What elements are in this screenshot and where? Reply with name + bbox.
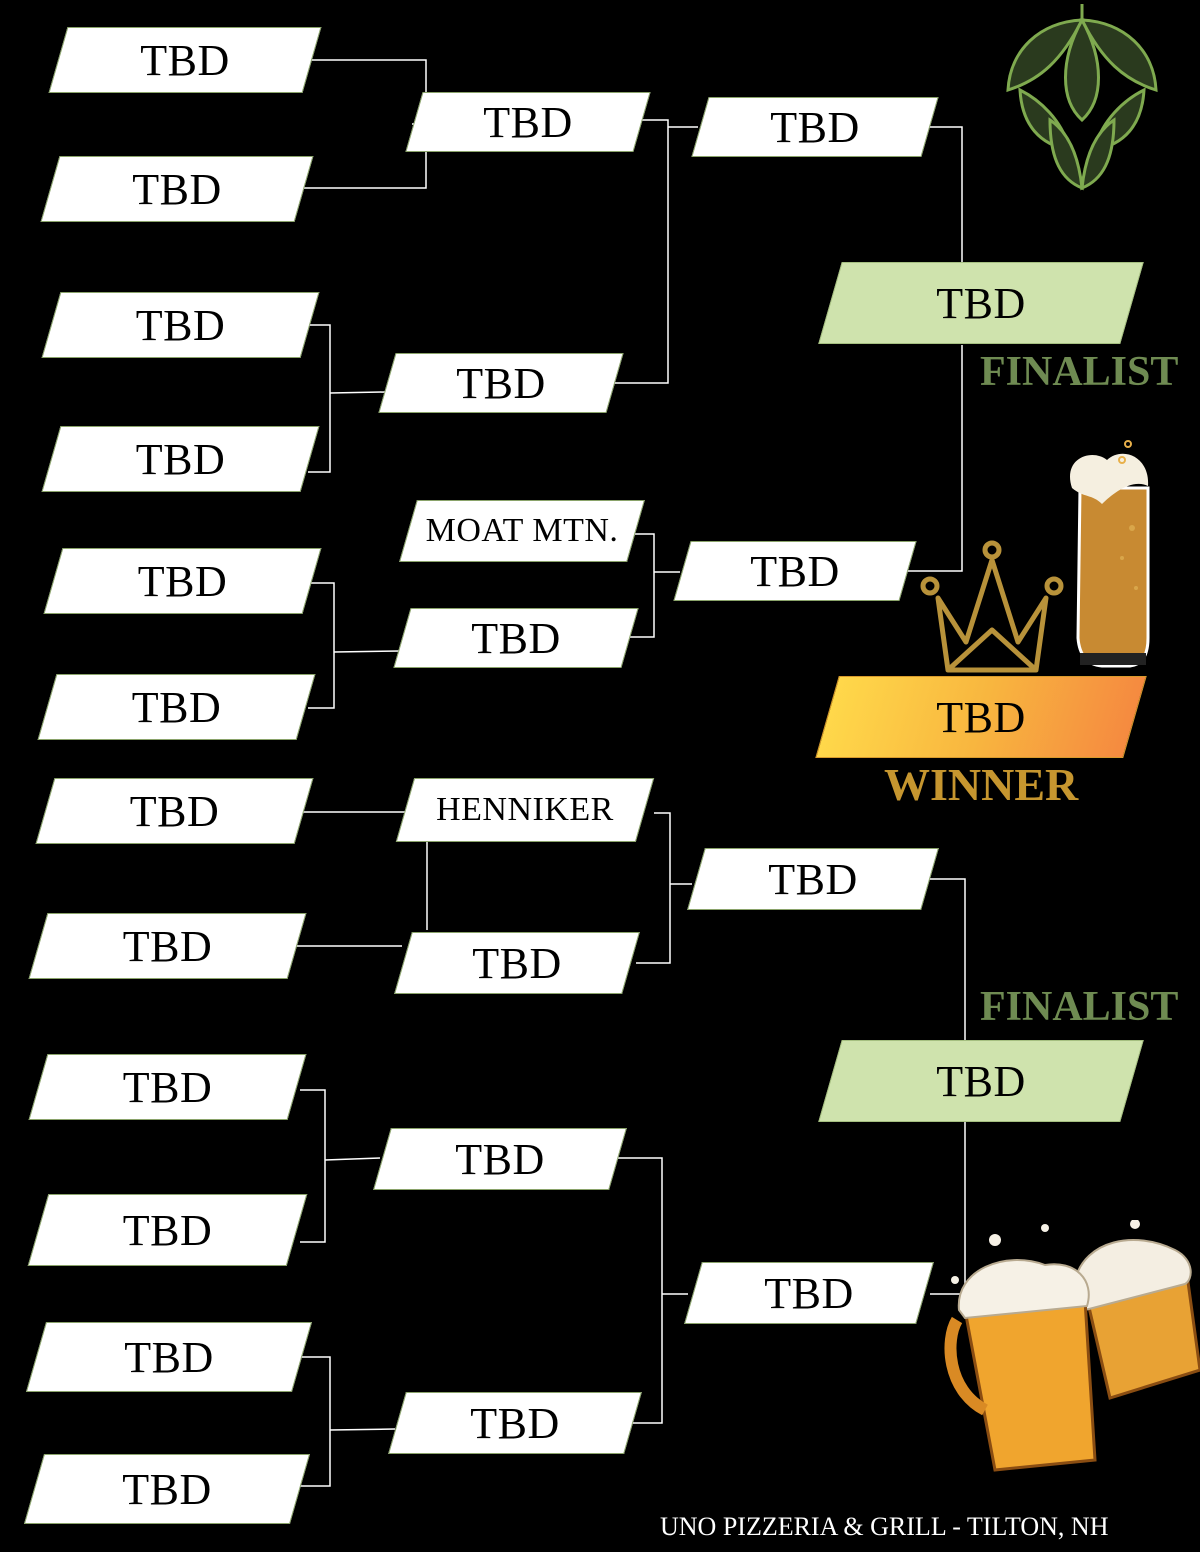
round1-slot[interactable]: TBD: [36, 1322, 302, 1392]
beer-mugs-icon: [944, 1220, 1200, 1472]
round1-slot[interactable]: TBD: [38, 913, 297, 979]
round1-slot[interactable]: TBD: [51, 426, 310, 492]
connector-line: [636, 812, 671, 964]
connector-line: [612, 119, 669, 384]
team-name: TBD: [472, 938, 562, 988]
round1-slot[interactable]: TBD: [45, 778, 304, 844]
winner-slot[interactable]: TBD: [827, 676, 1135, 758]
team-name: TBD: [122, 921, 213, 971]
team-name: TBD: [455, 1134, 545, 1184]
connector-line: [928, 126, 963, 262]
round2-slot[interactable]: TBD: [414, 92, 642, 152]
connector-line: [324, 1157, 381, 1161]
round3-slot[interactable]: TBD: [700, 97, 930, 157]
round2-slot[interactable]: HENNIKER: [405, 778, 645, 842]
team-name: TBD: [122, 1464, 212, 1514]
round1-slot[interactable]: TBD: [47, 674, 306, 740]
round2-slot[interactable]: TBD: [402, 608, 630, 668]
round1-slot[interactable]: TBD: [38, 1194, 297, 1266]
team-name: TBD: [936, 278, 1026, 328]
round1-slot[interactable]: TBD: [38, 1054, 297, 1120]
connector-line: [906, 345, 963, 572]
connector-line: [308, 324, 331, 473]
round1-slot[interactable]: TBD: [58, 27, 312, 93]
team-name: TBD: [470, 1398, 560, 1448]
team-name: TBD: [124, 1332, 214, 1382]
team-name: TBD: [768, 854, 858, 904]
team-name: HENNIKER: [436, 791, 614, 828]
finalist-slot-top[interactable]: TBD: [830, 262, 1132, 344]
team-name: TBD: [122, 1205, 213, 1255]
team-name: TBD: [135, 300, 226, 350]
team-name: TBD: [936, 1056, 1026, 1106]
connector-line: [308, 582, 335, 709]
winner-label: WINNER: [884, 759, 1079, 810]
team-name: TBD: [122, 1062, 213, 1112]
round1-slot[interactable]: TBD: [34, 1454, 300, 1524]
finalist-slot-bottom[interactable]: TBD: [830, 1040, 1132, 1122]
round3-slot[interactable]: TBD: [693, 1262, 925, 1324]
connector-line: [618, 1157, 663, 1424]
beer-glass-icon: [1070, 440, 1150, 668]
connector-line: [628, 533, 655, 638]
team-name: TBD: [140, 35, 230, 85]
team-name: TBD: [137, 556, 228, 606]
connector-line: [930, 878, 966, 1040]
round1-slot[interactable]: TBD: [50, 156, 304, 222]
connector-line: [329, 391, 386, 394]
team-name: TBD: [483, 97, 573, 147]
venue-footer: UNO PIZZERIA & GRILL - TILTON, NH: [660, 1512, 1109, 1541]
connector-line: [300, 1356, 331, 1487]
round1-slot[interactable]: TBD: [51, 292, 310, 358]
team-name: TBD: [456, 358, 546, 408]
team-name: TBD: [936, 692, 1026, 742]
round2-slot[interactable]: TBD: [387, 353, 615, 413]
crown-icon: [920, 540, 1064, 673]
connector-line: [300, 59, 427, 189]
round2-slot[interactable]: TBD: [403, 932, 631, 994]
team-name: MOAT MTN.: [425, 512, 619, 549]
team-name: TBD: [471, 613, 561, 663]
finalist-label: FINALIST: [980, 349, 1179, 395]
round2-slot[interactable]: TBD: [397, 1392, 633, 1454]
round1-slot[interactable]: TBD: [53, 548, 312, 614]
round3-slot[interactable]: TBD: [682, 541, 908, 601]
connector-line: [329, 1428, 396, 1431]
team-name: TBD: [764, 1268, 854, 1318]
connector-line: [333, 650, 401, 653]
team-name: TBD: [132, 164, 222, 214]
team-name: TBD: [770, 102, 860, 152]
round2-slot[interactable]: TBD: [382, 1128, 618, 1190]
team-name: TBD: [129, 786, 220, 836]
finalist-label: FINALIST: [980, 984, 1179, 1030]
hop-icon: [1006, 4, 1158, 191]
connector-line: [300, 1089, 326, 1243]
round3-slot[interactable]: TBD: [696, 848, 930, 910]
round2-slot[interactable]: MOAT MTN.: [408, 500, 636, 562]
team-name: TBD: [750, 546, 840, 596]
team-name: TBD: [135, 434, 226, 484]
team-name: TBD: [131, 682, 222, 732]
